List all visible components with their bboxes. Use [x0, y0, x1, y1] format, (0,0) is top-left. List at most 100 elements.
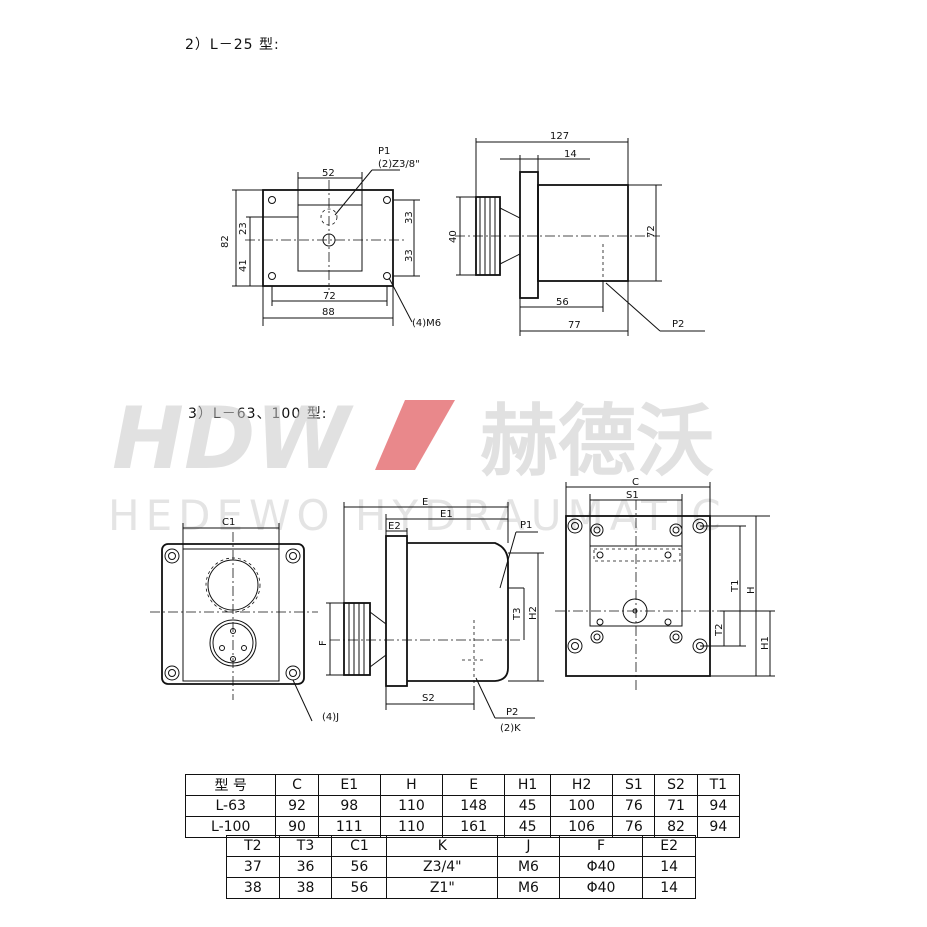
dim-14: 14 — [564, 149, 577, 160]
dim-33-lower: 33 — [404, 249, 415, 262]
dim-s2: S2 — [422, 693, 435, 704]
dim-33-upper: 33 — [404, 211, 415, 224]
dim-82: 82 — [220, 235, 231, 248]
table-cell: 98 — [317, 795, 381, 817]
bolt-hole — [268, 272, 276, 280]
l63-side-body — [407, 542, 509, 682]
dim-88: 88 — [322, 307, 335, 318]
dim-23: 23 — [238, 222, 249, 235]
l63-side-view: E E1 E2 F T3 H2 S2 — [318, 497, 544, 734]
table-header-cell: 型 号 — [184, 774, 277, 796]
table-header-row: 型 号 C E1 H E H1 H2 S1 S2 T1 — [184, 774, 741, 796]
table-cell: 92 — [275, 795, 319, 817]
table-header-row: T2 T3 C1 K J F E2 — [226, 835, 696, 857]
l25-side-view: 127 14 40 72 56 77 P2 — [448, 131, 705, 336]
bolt-hole — [164, 548, 180, 564]
l25-front-view: 52 82 23 41 33 33 72 88 — [220, 146, 441, 329]
dim-127: 127 — [550, 131, 569, 142]
table-row: 37 36 56 Z3/4" M6 Φ40 14 — [226, 856, 696, 878]
l25-side-body — [537, 184, 629, 282]
dim-h1: H1 — [760, 636, 771, 650]
table-header-cell: T1 — [696, 774, 741, 796]
table-cell: Φ40 — [558, 856, 644, 878]
port-p1 — [205, 557, 261, 613]
dim-f: F — [318, 640, 329, 646]
label-bolts-m6: (4)M6 — [412, 318, 441, 329]
table-cell: 76 — [612, 795, 656, 817]
table-header-cell: J — [497, 835, 560, 857]
l63-rear-view: C S1 T1 H T2 H1 — [555, 477, 775, 692]
dim-h: H — [746, 586, 757, 594]
dim-t1: T1 — [730, 580, 741, 593]
table-cell: 38 — [226, 877, 280, 899]
table-cell: L-100 — [184, 816, 277, 838]
table-cell: 14 — [642, 877, 696, 899]
table-cell: L-63 — [184, 795, 277, 817]
table-header-cell: C — [275, 774, 319, 796]
table-cell: M6 — [497, 856, 560, 878]
dim-c1: C1 — [222, 517, 235, 528]
dim-77: 77 — [568, 320, 581, 331]
table-cell: 45 — [504, 795, 552, 817]
table-cell: Z1" — [386, 877, 499, 899]
watermark-logo-accent — [375, 400, 455, 470]
dim-t3: T3 — [512, 608, 523, 621]
heading-l25: 2）L－25 型: — [185, 37, 280, 53]
bolt-hole — [567, 518, 583, 534]
table-cell: 148 — [442, 795, 506, 817]
table-cell: Φ40 — [558, 877, 644, 899]
table-header-cell: E1 — [317, 774, 381, 796]
dim-s1: S1 — [626, 490, 639, 501]
watermark-chinese: 赫德沃 — [480, 397, 714, 487]
l63-front-view: C1 (4)J — [150, 517, 339, 723]
dim-52: 52 — [322, 168, 335, 179]
l63-body-face — [182, 548, 280, 682]
l25-flange — [262, 189, 394, 287]
table-cell: 56 — [331, 856, 388, 878]
l63-knob — [343, 602, 371, 676]
table-cell: 38 — [278, 877, 333, 899]
table-header-cell: T2 — [226, 835, 280, 857]
l63-rear-flange — [565, 515, 711, 677]
table-cell: 37 — [226, 856, 280, 878]
bolt-hole — [383, 272, 391, 280]
table-cell: 45 — [504, 816, 552, 838]
l25-body-face — [297, 204, 363, 272]
label-p1: P1 — [520, 520, 532, 531]
table-cell: 76 — [612, 816, 656, 838]
table-header-cell: H — [379, 774, 444, 796]
bolt-hole — [285, 665, 301, 681]
table-cell: Z3/4" — [386, 856, 499, 878]
table-row: 38 38 56 Z1" M6 Φ40 14 — [226, 877, 696, 899]
table-cell: 71 — [654, 795, 698, 817]
table-header-cell: K — [386, 835, 499, 857]
l63-neck — [369, 611, 387, 668]
spec-table-1: 型 号 C E1 H E H1 H2 S1 S2 T1 L-63 92 98 1… — [184, 774, 741, 838]
label-bolts-j: (4)J — [322, 712, 339, 723]
label-p1: P1 — [378, 146, 390, 157]
dim-h2: H2 — [528, 606, 539, 620]
watermark: HDW 赫德沃 HEDEWO HYDRAUMATIC — [108, 389, 721, 540]
label-port-thread: (2)Z3/8" — [378, 159, 420, 170]
table-cell: 82 — [654, 816, 698, 838]
table-cell: 14 — [642, 856, 696, 878]
l63-side-flange — [385, 535, 408, 687]
dim-56: 56 — [556, 297, 569, 308]
table-cell: 110 — [379, 795, 444, 817]
table-header-cell: F — [558, 835, 644, 857]
table-header-cell: S2 — [654, 774, 698, 796]
table-cell: 94 — [696, 795, 741, 817]
bolt-hole — [164, 665, 180, 681]
spec-table-2: T2 T3 C1 K J F E2 37 36 56 Z3/4" M6 Φ40 … — [226, 835, 696, 899]
bolt-hole — [268, 196, 276, 204]
table-cell: 94 — [696, 816, 741, 838]
dim-e: E — [422, 497, 428, 508]
table-cell: 36 — [278, 856, 333, 878]
dim-e2: E2 — [388, 521, 401, 532]
label-p2: P2 — [506, 707, 518, 718]
dim-e1: E1 — [440, 509, 453, 520]
watermark-logo: HDW — [112, 389, 354, 489]
table-row: L-63 92 98 110 148 45 100 76 71 94 — [184, 795, 741, 817]
l25-side-flange — [519, 171, 539, 299]
